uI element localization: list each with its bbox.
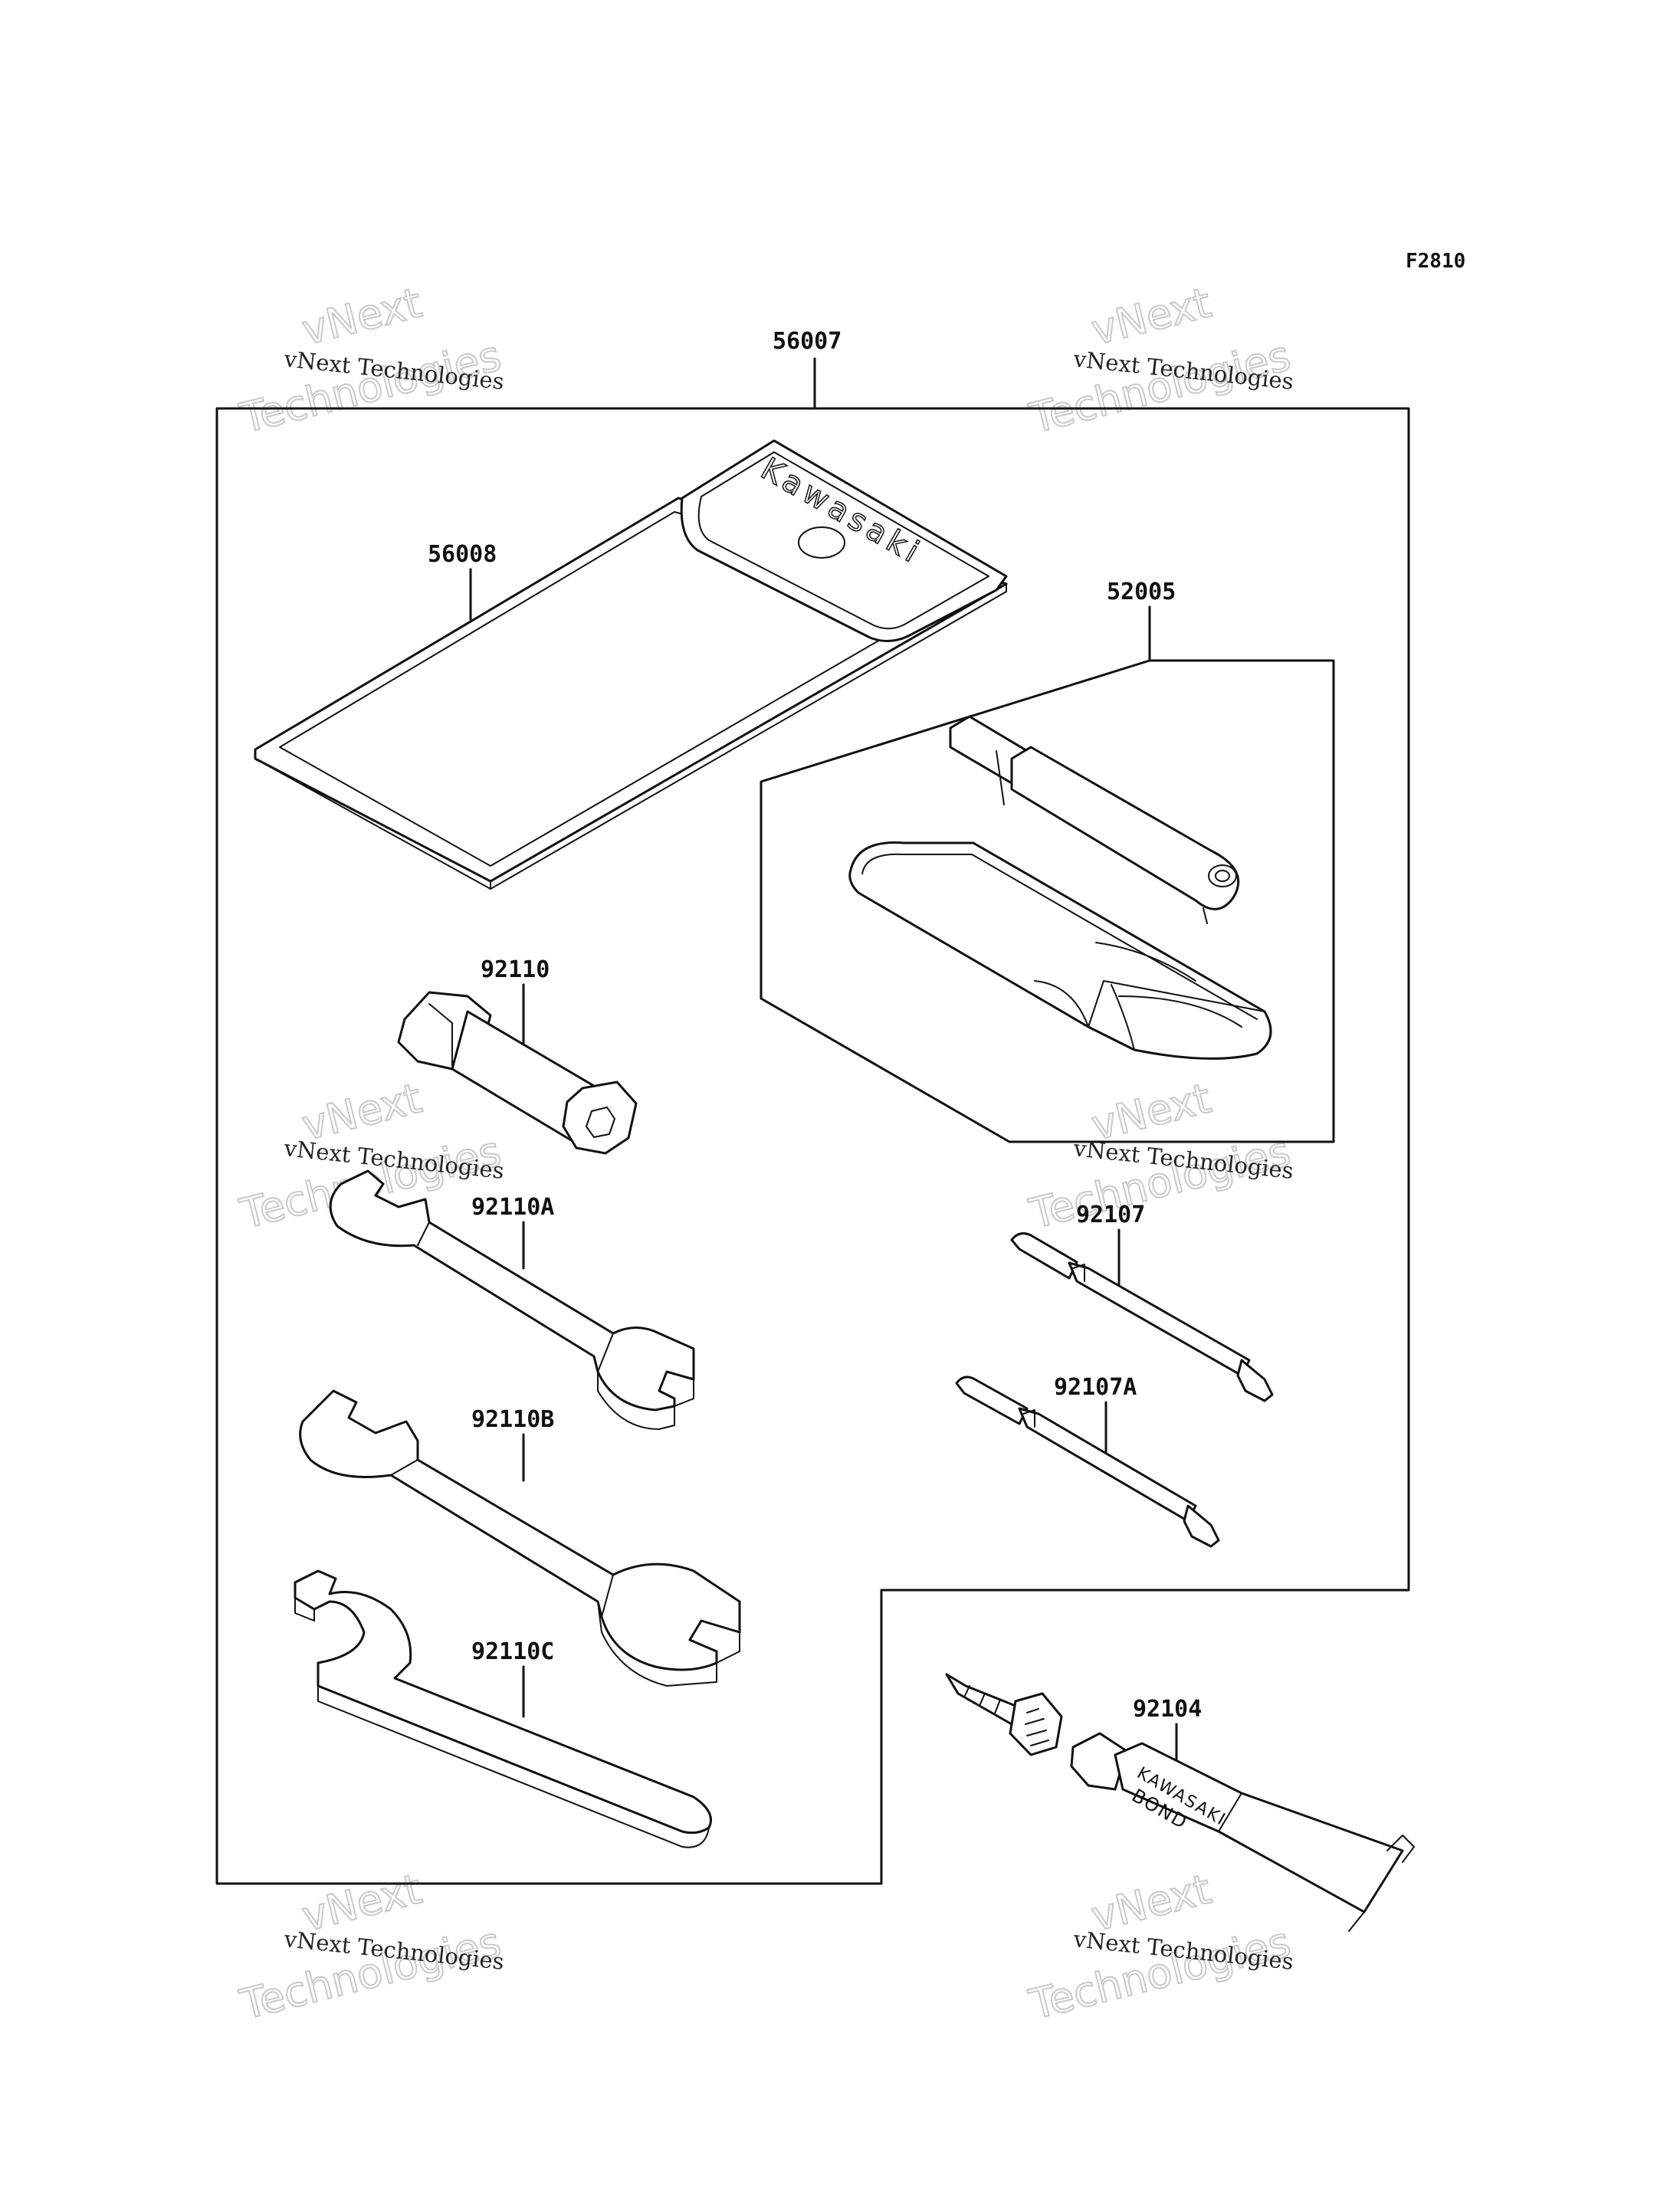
watermark-line1: vNext — [1087, 278, 1216, 354]
watermark-bottom-left: vNext Technologies vNext Technologies — [235, 1864, 507, 2030]
open-end-wrench-large-illustration — [299, 1389, 741, 1687]
watermark-top-left: vNext Technologies vNext Technologies — [235, 277, 507, 444]
label-56008[interactable]: 56008 — [428, 541, 497, 568]
label-92110C[interactable]: 92110C — [471, 1638, 554, 1665]
label-52005[interactable]: 52005 — [1107, 579, 1176, 605]
open-end-wrench-small-illustration — [329, 1169, 695, 1430]
kit-frame — [215, 407, 1410, 1885]
label-92110A[interactable]: 92110A — [471, 1194, 554, 1221]
screwdriver-bit-small-illustration — [955, 1376, 1220, 1548]
label-92110[interactable]: 92110 — [481, 956, 550, 983]
hook-spanner-illustration — [294, 1569, 712, 1848]
watermark-mid-right: vNext Technologies vNext Technologies — [1024, 1073, 1296, 1239]
repair-kit-frame — [760, 659, 1335, 1143]
label-92110B[interactable]: 92110B — [471, 1406, 554, 1433]
label-92107A[interactable]: 92107A — [1054, 1374, 1137, 1401]
watermark-bottom-right: vNext Technologies vNext Technologies — [1024, 1864, 1296, 2030]
figure-code: F2810 — [1406, 250, 1465, 273]
repair-kit-illustration — [848, 715, 1272, 1060]
label-92104[interactable]: 92104 — [1133, 1696, 1202, 1723]
spark-plug-wrench-illustration — [397, 991, 638, 1155]
screwdriver-bit-illustration — [1010, 1232, 1274, 1402]
label-92107[interactable]: 92107 — [1076, 1202, 1145, 1228]
watermark-top-right: vNext Technologies vNext Technologies — [1024, 277, 1296, 444]
watermark-line1: vNext — [297, 278, 426, 354]
label-56007[interactable]: 56007 — [773, 328, 842, 355]
tool-bag-illustration: Kawasaki — [254, 439, 1008, 890]
